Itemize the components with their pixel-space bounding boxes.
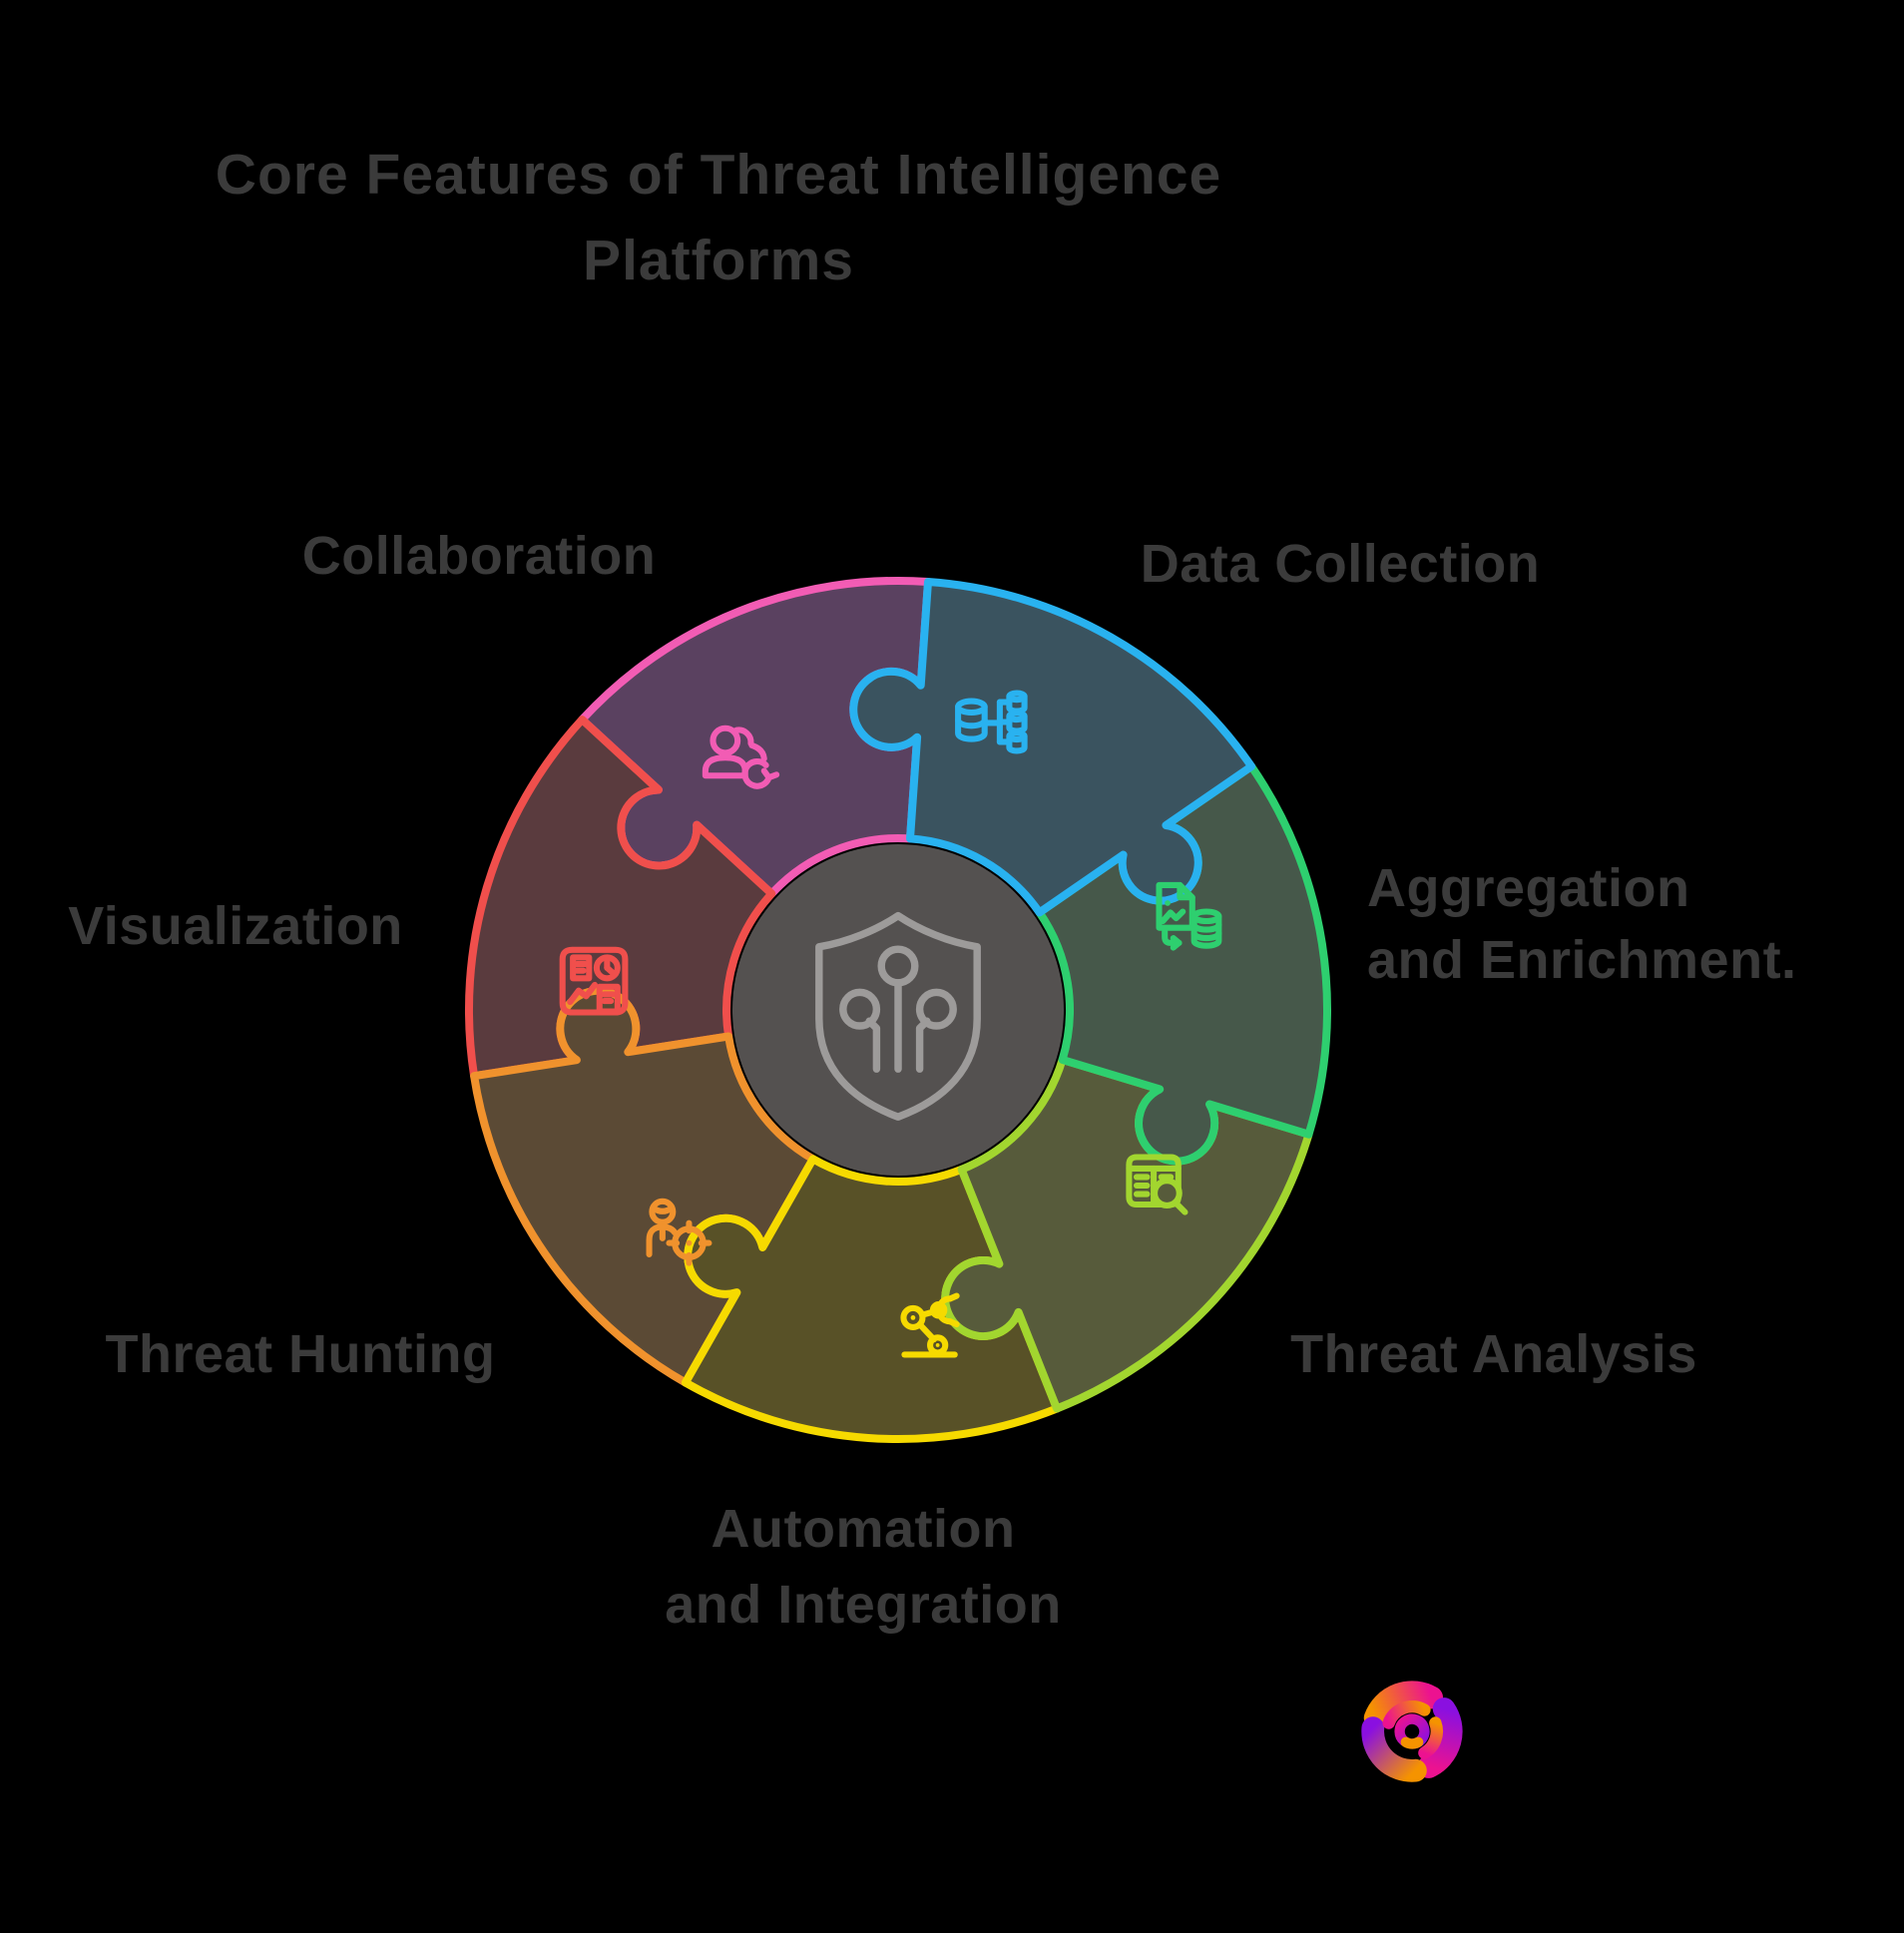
page-title: Core Features of Threat Intelligence Pla… (216, 132, 1221, 303)
label-aggregation-line1: Aggregation (1367, 858, 1690, 918)
label-collaboration: Collaboration (301, 526, 657, 586)
page-title-line1: Core Features of Threat Intelligence (215, 143, 1222, 207)
label-data-collection: Data Collection (1140, 534, 1541, 594)
label-threat-analysis: Threat Analysis (1290, 1324, 1697, 1384)
puzzle-piece-data-collection (849, 578, 1256, 917)
robot-arm-icon (900, 1292, 960, 1358)
logo-swirl (1418, 1716, 1444, 1759)
label-visualization: Visualization (68, 896, 403, 956)
logo-swirl (1382, 1699, 1431, 1729)
brand-swirl-logo (1361, 1681, 1463, 1782)
people-sync-icon (702, 725, 780, 789)
logo-core-ring (1400, 1736, 1424, 1749)
label-aggregation-line2: and Enrichment. (1367, 930, 1797, 990)
label-automation-line2: and Integration (665, 1575, 1062, 1635)
logo-petal (1363, 1681, 1443, 1729)
file-to-database-icon (1156, 881, 1222, 951)
label-automation-integration: Automation and Integration (665, 1491, 1062, 1643)
person-target-icon (646, 1198, 713, 1266)
label-automation-line1: Automation (711, 1499, 1016, 1559)
table-search-icon (1126, 1154, 1189, 1215)
logo-petal (1361, 1716, 1427, 1782)
page-title-line2: Platforms (583, 229, 854, 292)
shield-circuit-icon (815, 911, 981, 1121)
logo-petal (1417, 1697, 1463, 1778)
label-aggregation-enrichment: Aggregation and Enrichment. (1367, 852, 1797, 996)
label-threat-hunting: Threat Hunting (105, 1324, 496, 1384)
dashboard-charts-icon (559, 946, 629, 1016)
database-sources-icon (955, 690, 1028, 754)
